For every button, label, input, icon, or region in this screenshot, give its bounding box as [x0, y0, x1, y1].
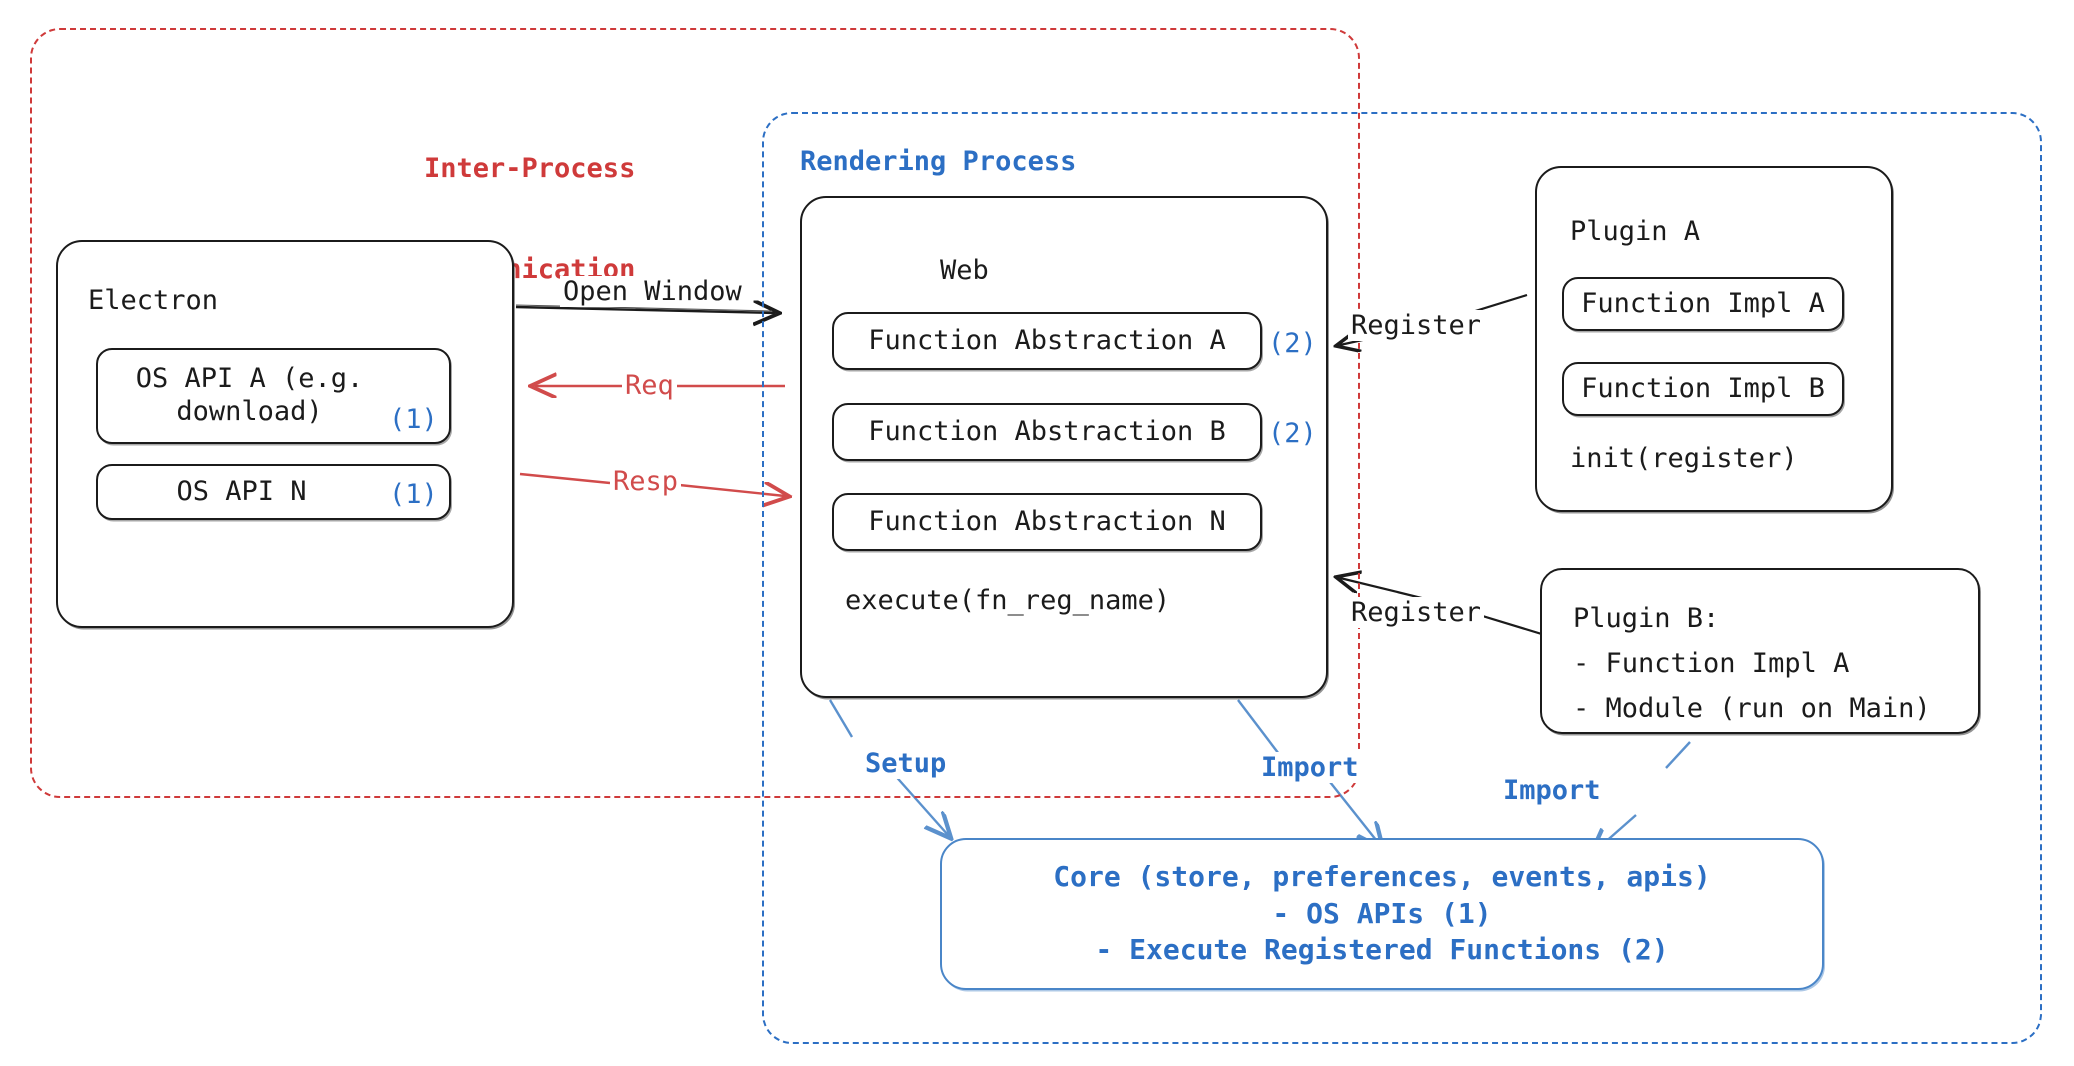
plugin-a-init-label: init(register)	[1570, 443, 1798, 474]
plugin-b-container	[1540, 568, 1980, 734]
edge-label-resp: Resp	[610, 466, 682, 497]
function-abstraction-b-tag: (2)	[1268, 418, 1317, 449]
edge-label-open-window: Open Window	[560, 276, 745, 307]
os-api-n-tag: (1)	[389, 479, 438, 510]
function-abstraction-b-box[interactable]: Function Abstraction B	[832, 403, 1262, 461]
core-container: Core (store, preferences, events, apis) …	[940, 838, 1824, 990]
os-api-a-label: OS API A (e.g. download)	[135, 363, 364, 427]
region-inter-process-communication	[30, 28, 1360, 798]
plugin-b-item-0: - Function Impl A	[1573, 648, 1850, 679]
rendering-region-label: Rendering Process	[800, 146, 1077, 177]
edge-label-req: Req	[622, 370, 677, 401]
plugin-b-title: Plugin B:	[1573, 603, 1720, 634]
web-execute-label: execute(fn_reg_name)	[845, 585, 1171, 616]
function-abstraction-n-label: Function Abstraction N	[868, 505, 1226, 537]
plugin-a-container	[1535, 166, 1893, 512]
function-abstraction-a-box[interactable]: Function Abstraction A	[832, 312, 1262, 370]
function-abstraction-a-tag: (2)	[1268, 328, 1317, 359]
core-line-3: - Execute Registered Functions (2)	[1095, 933, 1669, 967]
plugin-a-impl-b-label: Function Impl B	[1581, 372, 1825, 404]
function-abstraction-b-label: Function Abstraction B	[868, 415, 1226, 447]
edge-label-import-plugin: Import	[1500, 775, 1604, 806]
edge-label-setup: Setup	[862, 748, 950, 779]
electron-title: Electron	[88, 285, 219, 316]
function-abstraction-a-label: Function Abstraction A	[868, 324, 1226, 356]
plugin-a-impl-a-label: Function Impl A	[1581, 287, 1825, 319]
edge-label-register-plugin-a: Register	[1348, 310, 1485, 341]
core-line-2: - OS APIs (1)	[1272, 896, 1492, 930]
plugin-a-title: Plugin A	[1570, 216, 1701, 247]
plugin-a-impl-a-box[interactable]: Function Impl A	[1562, 277, 1844, 331]
plugin-b-item-1: - Module (run on Main)	[1573, 693, 1931, 724]
os-api-n-label: OS API N	[176, 475, 307, 507]
edge-label-register-plugin-b: Register	[1348, 597, 1485, 628]
function-abstraction-n-box[interactable]: Function Abstraction N	[832, 493, 1262, 551]
os-api-a-box[interactable]: OS API A (e.g. download)	[96, 348, 451, 444]
os-api-a-tag: (1)	[389, 404, 438, 435]
core-line-1: Core (store, preferences, events, apis)	[1053, 859, 1711, 893]
edge-label-import-web: Import	[1258, 752, 1362, 783]
os-api-n-box[interactable]: OS API N	[96, 464, 451, 520]
web-title: Web	[940, 255, 989, 286]
plugin-a-impl-b-box[interactable]: Function Impl B	[1562, 362, 1844, 416]
ipc-label-line-1: Inter-Process	[424, 152, 636, 184]
region-rendering-process	[762, 112, 2042, 1044]
